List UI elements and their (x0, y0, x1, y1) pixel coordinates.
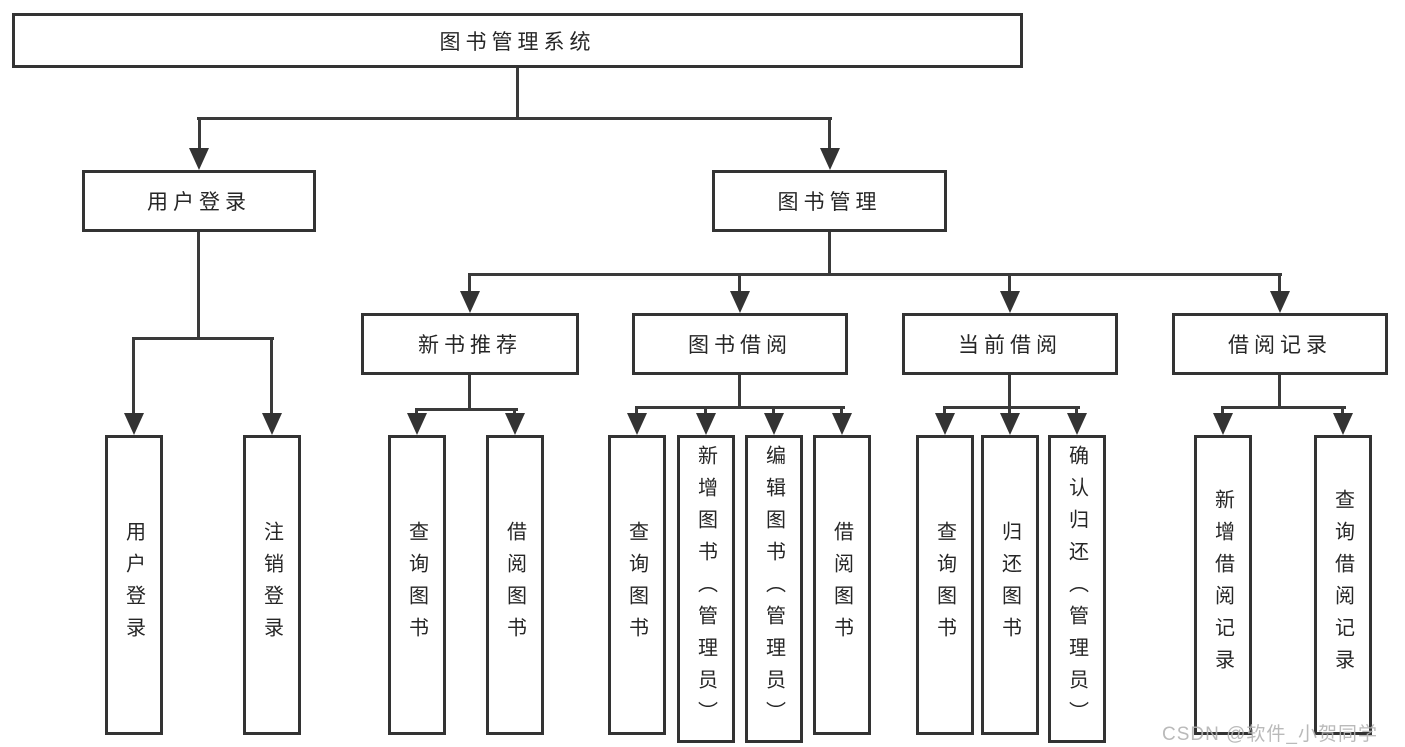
connector-line (270, 340, 273, 415)
arrow-down-icon (1213, 413, 1233, 435)
connector-line (197, 232, 200, 337)
arrow-down-icon (1270, 291, 1290, 313)
csdn-watermark: CSDN @软件_小贺同学 (1162, 724, 1378, 745)
arrow-down-icon (935, 413, 955, 435)
arrow-down-icon (764, 413, 784, 435)
connector-line (468, 375, 471, 411)
node-book-management: 图书管理 (712, 170, 947, 232)
leaf-add-borrow-record: 新增借阅记录 (1194, 435, 1252, 735)
leaf-edit-books-admin: 编辑图书（管理员） (745, 435, 803, 743)
arrow-down-icon (1333, 413, 1353, 435)
connector-line (198, 120, 201, 150)
arrow-down-icon (832, 413, 852, 435)
leaf-query-borrow-record: 查询借阅记录 (1314, 435, 1372, 735)
connector-line (1221, 406, 1346, 409)
arrow-down-icon (407, 413, 427, 435)
connector-line (1278, 276, 1281, 293)
connector-line (197, 117, 832, 120)
leaf-query-books-borrow: 查询图书 (608, 435, 666, 735)
node-book-borrow: 图书借阅 (632, 313, 848, 375)
arrow-down-icon (189, 148, 209, 170)
leaf-confirm-return-admin: 确认归还（管理员） (1048, 435, 1106, 743)
connector-line (943, 406, 1080, 409)
connector-line (828, 232, 831, 276)
node-current-borrow: 当前借阅 (902, 313, 1118, 375)
connector-line (1008, 276, 1011, 293)
leaf-borrow-books-borrow: 借阅图书 (813, 435, 871, 735)
connector-line (1008, 375, 1011, 409)
arrow-down-icon (262, 413, 282, 435)
arrow-down-icon (1000, 413, 1020, 435)
leaf-query-books-recommend: 查询图书 (388, 435, 446, 735)
arrow-down-icon (730, 291, 750, 313)
connector-line (1278, 375, 1281, 409)
leaf-add-books-admin: 新增图书（管理员） (677, 435, 735, 743)
leaf-borrow-books-recommend: 借阅图书 (486, 435, 544, 735)
connector-line (635, 406, 845, 409)
arrow-down-icon (696, 413, 716, 435)
arrow-down-icon (124, 413, 144, 435)
arrow-down-icon (1067, 413, 1087, 435)
connector-line (828, 120, 831, 150)
arrow-down-icon (820, 148, 840, 170)
arrow-down-icon (627, 413, 647, 435)
leaf-query-books-current: 查询图书 (916, 435, 974, 735)
leaf-logout: 注销登录 (243, 435, 301, 735)
connector-line (132, 337, 274, 340)
connector-line (738, 375, 741, 409)
connector-line (415, 408, 518, 411)
connector-line (468, 273, 1282, 276)
arrow-down-icon (505, 413, 525, 435)
connector-line (738, 276, 741, 293)
node-user-login: 用户登录 (82, 170, 316, 232)
arrow-down-icon (460, 291, 480, 313)
connector-line (132, 340, 135, 415)
node-new-book-recommend: 新书推荐 (361, 313, 579, 375)
node-borrow-records: 借阅记录 (1172, 313, 1388, 375)
connector-line (516, 68, 519, 117)
arrow-down-icon (1000, 291, 1020, 313)
leaf-user-login: 用户登录 (105, 435, 163, 735)
node-root-library-system: 图书管理系统 (12, 13, 1023, 68)
connector-line (468, 276, 471, 293)
leaf-return-books: 归还图书 (981, 435, 1039, 735)
